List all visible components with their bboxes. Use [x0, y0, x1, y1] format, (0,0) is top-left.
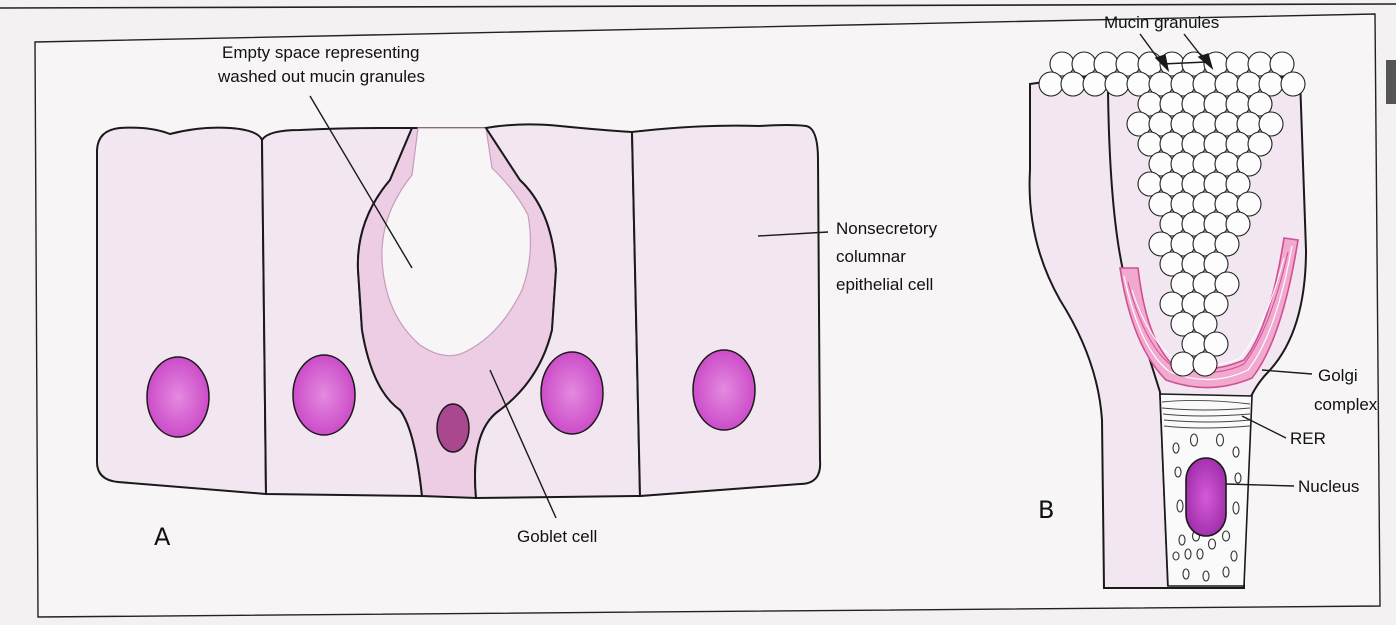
label-mucin-granules: Mucin granules: [1104, 13, 1219, 32]
mucin-granule: [1083, 72, 1107, 96]
mucin-granule: [1105, 72, 1129, 96]
label-golgi-1: Golgi: [1318, 366, 1358, 385]
epithelial-cell-4: [632, 125, 820, 496]
label-golgi-2: complex: [1314, 395, 1378, 414]
mucin-granule: [1193, 352, 1217, 376]
label-nucleus: Nucleus: [1298, 477, 1359, 496]
mucin-granule: [1039, 72, 1063, 96]
nucleus: [1186, 458, 1226, 536]
mucin-granule: [1281, 72, 1305, 96]
nucleus-cell-4: [693, 350, 755, 430]
mucin-granule: [1061, 72, 1085, 96]
nucleus-goblet: [437, 404, 469, 452]
nucleus-cell-3: [541, 352, 603, 434]
panel-b-letter: B: [1038, 496, 1054, 524]
label-empty-space-1: Empty space representing: [222, 43, 420, 62]
label-nonsecretory-1: Nonsecretory: [836, 219, 938, 238]
label-rer: RER: [1290, 429, 1326, 448]
label-nonsecretory-3: epithelial cell: [836, 275, 933, 294]
nucleus-cell-2: [293, 355, 355, 435]
panel-a-letter: A: [154, 523, 171, 551]
label-empty-space-2: washed out mucin granules: [217, 67, 425, 86]
nucleus-cell-1: [147, 357, 209, 437]
mucin-granule: [1171, 352, 1195, 376]
epithelial-cell-1: [97, 128, 266, 494]
label-goblet-cell: Goblet cell: [517, 527, 597, 546]
label-nonsecretory-2: columnar: [836, 247, 906, 266]
